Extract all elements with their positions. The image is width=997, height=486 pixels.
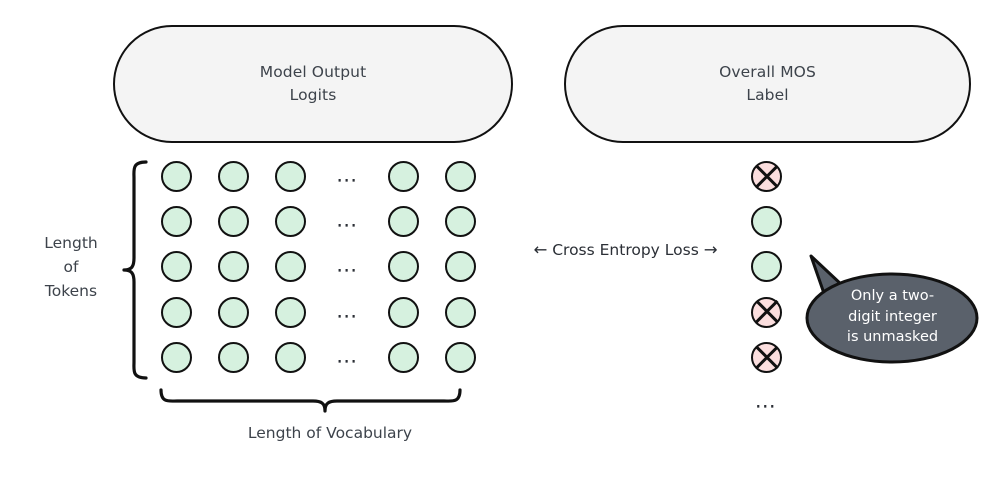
- label-node-masked[interactable]: [751, 341, 782, 373]
- logit-node[interactable]: [274, 251, 306, 283]
- node-model-output-logits[interactable]: Model Output Logits: [113, 25, 513, 143]
- logit-node[interactable]: [445, 296, 476, 328]
- callout-tail: [809, 254, 845, 304]
- callout-bubble[interactable]: [805, 254, 980, 364]
- logit-node[interactable]: [217, 251, 249, 283]
- grid-row-ellipsis: ⋯: [336, 168, 360, 192]
- logit-node[interactable]: [388, 341, 420, 373]
- brace-length-of-tokens: [122, 160, 148, 380]
- logit-node[interactable]: [445, 341, 476, 373]
- logit-node[interactable]: [388, 161, 420, 192]
- callout-text-line2: digit integer: [848, 308, 937, 325]
- logit-node[interactable]: [274, 296, 306, 328]
- logit-node[interactable]: [388, 251, 420, 283]
- logit-node[interactable]: [274, 206, 306, 238]
- callout-body: [805, 272, 979, 364]
- label-column-ellipsis: ⋯: [754, 394, 779, 418]
- arrow-left-icon: ←: [533, 240, 548, 259]
- node-logits-line2: Logits: [289, 86, 337, 104]
- label-length-of-tokens-line1: Length: [44, 234, 98, 252]
- label-length-of-tokens-line3: Tokens: [44, 282, 98, 301]
- label-node-masked[interactable]: [751, 296, 782, 328]
- logit-node[interactable]: [161, 341, 192, 373]
- logit-node[interactable]: [217, 296, 249, 328]
- logit-node[interactable]: [217, 161, 249, 192]
- grid-row-ellipsis: ⋯: [336, 348, 360, 373]
- brace-length-of-vocabulary: [159, 388, 462, 413]
- logit-node[interactable]: [161, 161, 192, 192]
- node-mos-line1: Overall MOS: [719, 62, 816, 81]
- logit-node[interactable]: [161, 296, 192, 328]
- node-logits-line1: Model Output: [259, 62, 367, 81]
- label-node-unmasked[interactable]: [751, 251, 782, 283]
- grid-row-ellipsis: ⋯: [336, 213, 360, 238]
- grid-row-ellipsis: ⋯: [336, 303, 360, 328]
- logit-node[interactable]: [217, 341, 249, 373]
- label-length-of-tokens-line2: of: [63, 258, 79, 277]
- label-node-masked[interactable]: [751, 161, 782, 192]
- grid-row-ellipsis: ⋯: [336, 258, 360, 283]
- logit-node[interactable]: [388, 206, 420, 238]
- cross-entropy-loss-label: Cross Entropy Loss: [552, 241, 699, 259]
- node-mos-line2: Label: [746, 86, 789, 104]
- logit-node[interactable]: [161, 251, 192, 283]
- node-overall-mos-label[interactable]: Overall MOS Label: [564, 25, 971, 143]
- label-length-of-tokens: Length of Tokens: [26, 231, 116, 303]
- logit-node[interactable]: [445, 161, 476, 192]
- logit-node[interactable]: [445, 251, 476, 283]
- arrow-right-icon: →: [703, 240, 718, 259]
- label-length-of-vocabulary: Length of Vocabulary: [247, 424, 413, 442]
- logit-node[interactable]: [161, 206, 192, 238]
- cross-entropy-loss-annotation: ← Cross Entropy Loss →: [503, 240, 748, 259]
- callout-text-line1: Only a two-: [850, 288, 935, 304]
- logit-node[interactable]: [274, 341, 306, 373]
- label-node-unmasked[interactable]: [751, 206, 782, 238]
- logit-node[interactable]: [388, 296, 420, 328]
- logit-node[interactable]: [217, 206, 249, 238]
- logit-node[interactable]: [274, 161, 306, 192]
- callout-text: Only a two- digit integer is unmasked: [805, 286, 980, 348]
- logit-node[interactable]: [445, 206, 476, 238]
- callout-text-line3: is unmasked: [846, 329, 939, 346]
